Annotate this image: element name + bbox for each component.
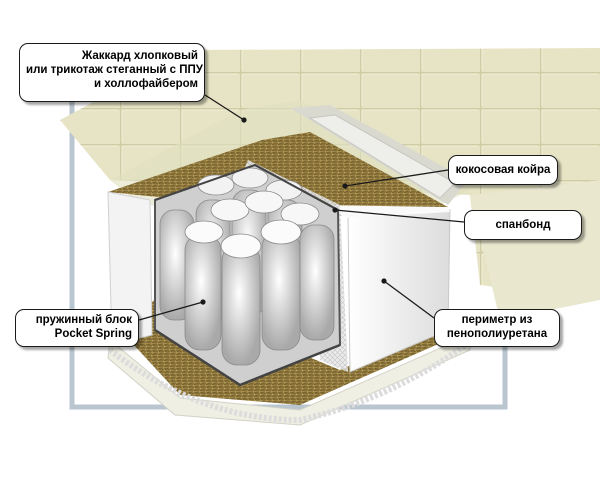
- foam-perimeter-right: [347, 209, 451, 373]
- callout-perimeter-line2: пенополиуретана: [446, 328, 548, 340]
- callout-coir-text: кокосовая койра: [455, 164, 551, 176]
- bottom-piping: [108, 339, 472, 424]
- callout-jacquard-fabric: Жаккард хлопковый или трикотаж стеганный…: [19, 43, 205, 102]
- callout-perimeter-line1: периметр из: [461, 314, 533, 326]
- leader-dots: [200, 117, 387, 305]
- fabric-side-right: [470, 180, 600, 320]
- spring-block-wire-front: [154, 328, 341, 387]
- callout-jacquard-line2: или трикотаж стеганный с ППУ: [26, 64, 203, 76]
- foam-perimeter-left: [107, 191, 153, 346]
- callout-spring-line1: пружинный блок: [35, 314, 132, 326]
- pocket-springs: [159, 167, 335, 366]
- callout-jacquard-line1: Жаккард хлопковый: [81, 50, 198, 62]
- callout-spunbond-text: спанбонд: [495, 219, 551, 231]
- callout-spring-block: пружинный блок Pocket Spring: [15, 309, 139, 347]
- callout-spunbond: спанбонд: [464, 210, 582, 240]
- callout-coconut-coir: кокосовая койра: [448, 155, 558, 185]
- callout-foam-perimeter: периметр из пенополиуретана: [434, 309, 560, 347]
- foam-perimeter-top: [318, 205, 450, 218]
- callout-spring-line2: Pocket Spring: [54, 328, 132, 340]
- spring-block-wire-top: [154, 163, 339, 211]
- callout-jacquard-line3: и холлофайбером: [93, 78, 198, 90]
- leader-lines: [138, 94, 465, 321]
